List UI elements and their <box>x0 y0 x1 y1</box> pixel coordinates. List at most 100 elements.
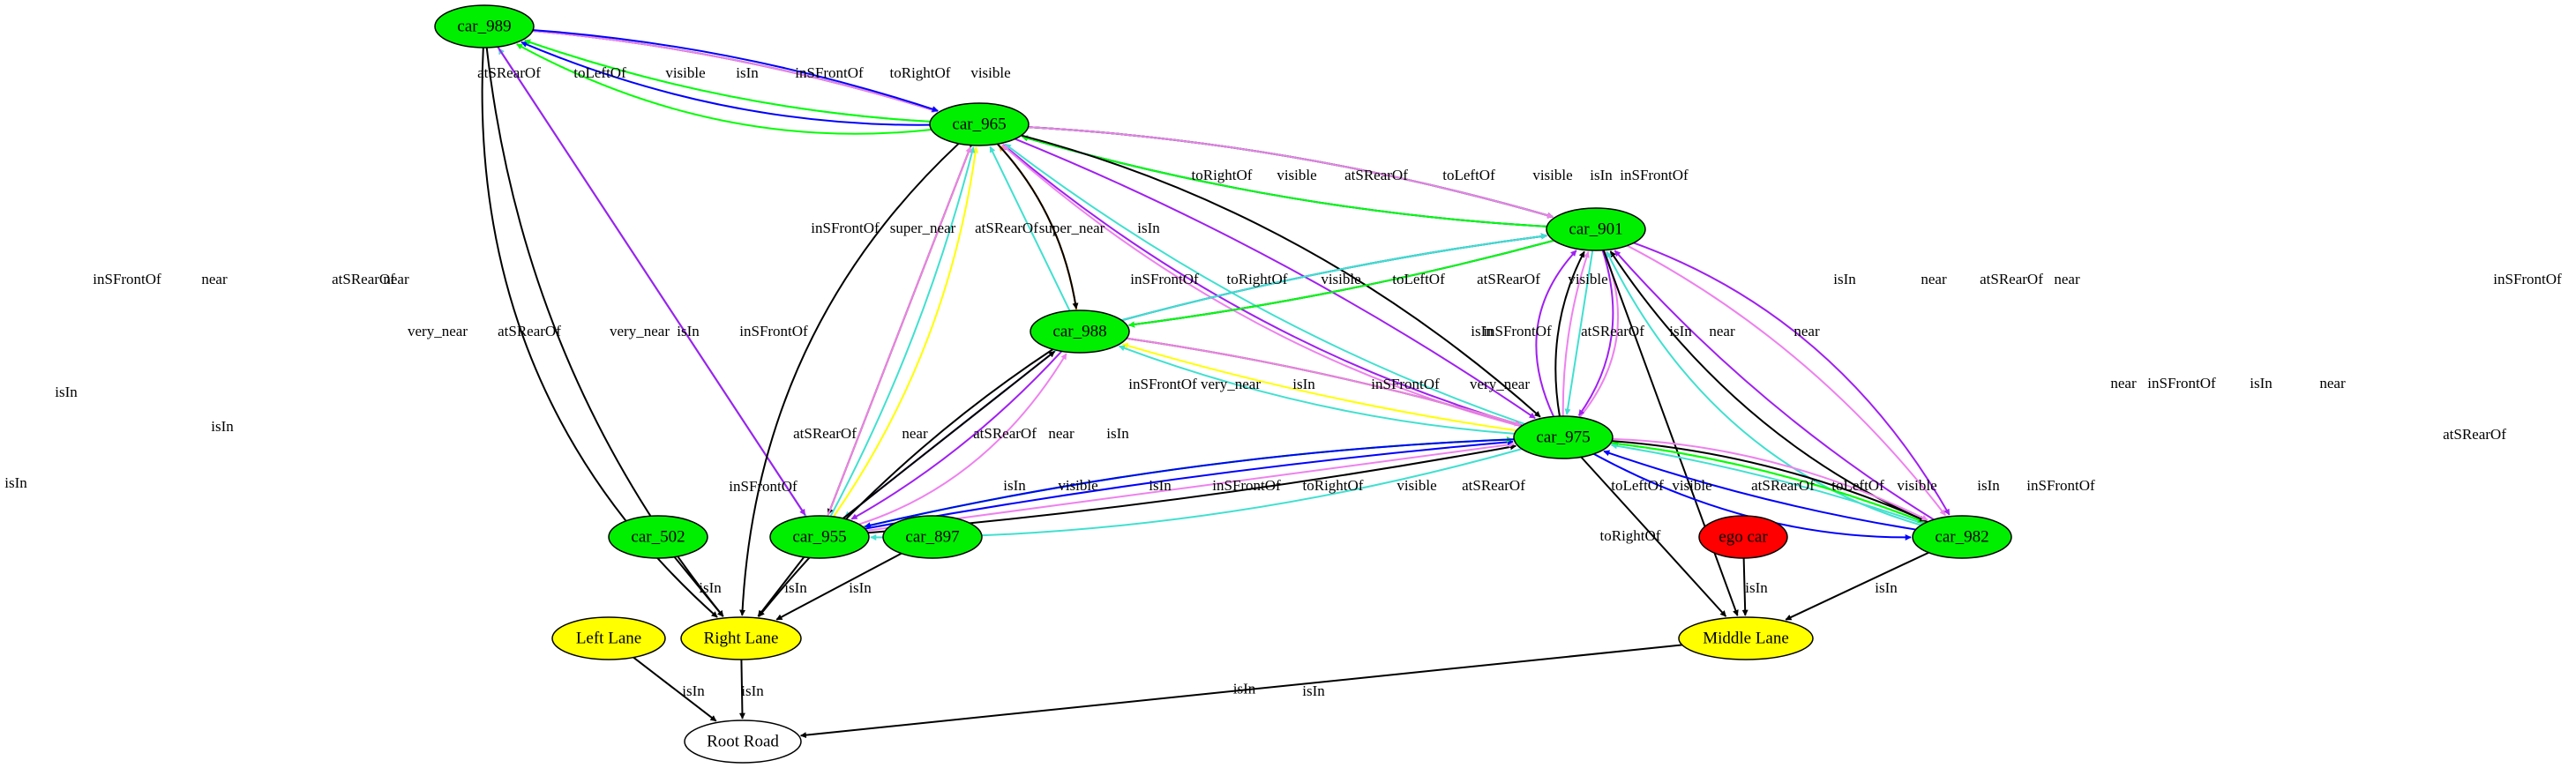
edge-label: isIn <box>1302 682 1325 699</box>
edge-label: inSFrontOf <box>811 220 880 236</box>
edge-label: isIn <box>1149 477 1172 494</box>
nodes-layer: car_989car_965car_901car_988car_975car_5… <box>434 4 2012 764</box>
edge-near-car_975-to-car_965 <box>1002 144 1523 427</box>
edges-layer <box>481 29 1951 739</box>
node-label: car_988 <box>1052 322 1106 340</box>
edge-label: near <box>2054 271 2080 287</box>
edge-isIn-car_975-to-middle_lane <box>1580 456 1727 617</box>
edge-label: inSFrontOf <box>1212 477 1281 494</box>
node-ellipse <box>1030 309 1130 354</box>
edge-isIn-car_975-to-car_982 <box>1612 440 1927 522</box>
edge-label: isIn <box>1669 323 1692 339</box>
edge-label: atSRearOf <box>793 425 857 442</box>
node-car-955: car_955 <box>769 515 870 559</box>
edge-label: toLeftOf <box>573 64 626 81</box>
edge-label: isIn <box>1292 376 1315 392</box>
edge-label: isIn <box>699 579 722 596</box>
node-ellipse <box>1912 515 2012 559</box>
node-label: car_901 <box>1569 220 1622 238</box>
edge-label: atSRearOf <box>1344 167 1408 183</box>
edge-label: isIn <box>741 682 764 699</box>
edge-label: atSRearOf <box>1581 323 1644 339</box>
edge-label: toLeftOf <box>1611 477 1664 494</box>
edge-label: visible <box>1532 167 1572 183</box>
edge-label: atSRearOf <box>1477 271 1540 287</box>
edge-label: atSRearOf <box>477 64 541 81</box>
node-middle-lane: Middle Lane <box>1678 616 1814 660</box>
node-ellipse <box>434 4 535 48</box>
node-car-989: car_989 <box>434 4 535 48</box>
node-ellipse <box>608 515 708 559</box>
edge-isIn-car_965-to-right_lane <box>739 143 960 616</box>
edge-label: atSRearOf <box>332 271 395 287</box>
edge-label: visible <box>1897 477 1936 494</box>
edge-label: super_near <box>1039 220 1105 236</box>
node-label: Middle Lane <box>1703 629 1789 647</box>
edge-label: inSFrontOf <box>2493 271 2562 287</box>
node-car-982: car_982 <box>1912 515 2012 559</box>
node-label: car_897 <box>905 527 959 546</box>
edge-label: visible <box>1058 477 1097 494</box>
edge-toLeftOf-car_982-to-car_975 <box>1603 450 1916 531</box>
edge-label: very_near <box>1201 376 1261 392</box>
edge-inSFrontOf-car_975-to-car_901 <box>1561 251 1590 417</box>
edge-label: isIn <box>1833 271 1856 287</box>
node-ellipse <box>684 720 802 764</box>
edge-isIn-car_502-to-right_lane <box>673 556 724 617</box>
edge-label: visible <box>1672 477 1711 494</box>
edge-label: near <box>2110 375 2137 391</box>
edge-label: inSFrontOf <box>2026 477 2095 494</box>
edge-inSFrontOf-car_975-to-car_982 <box>1612 437 1928 521</box>
edge-atSRearOf-car_901-to-car_975 <box>1564 250 1594 415</box>
edge-label: isIn <box>1003 477 1026 494</box>
node-car-901: car_901 <box>1546 207 1646 251</box>
edge-label: near <box>1048 425 1075 442</box>
node-car-502: car_502 <box>608 515 708 559</box>
node-ellipse <box>1678 616 1814 660</box>
edge-label: super_near <box>890 220 956 236</box>
edge-inSFrontOf-car_901-to-car_982 <box>1627 244 1946 517</box>
node-root-road: Root Road <box>684 720 802 764</box>
edge-label: toRightOf <box>1227 271 1288 287</box>
edge-atSRearOf-car_955-to-car_965 <box>829 146 976 518</box>
edge-near-car_901-to-car_975 <box>1577 250 1614 416</box>
edge-inSFrontOf-car_988-to-car_975 <box>1126 337 1522 427</box>
node-label: car_965 <box>952 115 1006 133</box>
node-left-lane: Left Lane <box>551 616 666 660</box>
edge-toRightOf-car_989-to-car_965 <box>533 29 939 113</box>
edge-label: visible <box>1397 477 1436 494</box>
edge-near-car_982-to-car_901 <box>1614 250 1935 521</box>
edge-isIn-right_lane-to-root_road <box>738 659 745 720</box>
edge-label: isIn <box>1106 425 1129 442</box>
edge-toRightOf-car_955-to-car_975 <box>865 438 1514 530</box>
edge-near-car_901-to-car_982 <box>1633 242 1951 516</box>
node-ellipse <box>680 616 802 660</box>
node-ellipse <box>551 616 666 660</box>
edge-label: near <box>2319 375 2346 391</box>
edge-label: inSFrontOf <box>795 64 864 81</box>
edge-label: atSRearOf <box>1462 477 1525 494</box>
edge-label: toLeftOf <box>1442 167 1495 183</box>
edge-label: very_near <box>408 323 468 339</box>
edge-label: isIn <box>1590 167 1613 183</box>
edge-label: inSFrontOf <box>729 478 798 495</box>
edge-isIn-car_975-to-car_901 <box>1554 250 1585 417</box>
edge-label: atSRearOf <box>975 220 1038 236</box>
node-label: car_955 <box>792 527 846 546</box>
edge-label: near <box>1793 323 1820 339</box>
edge-label: inSFrontOf <box>1130 271 1199 287</box>
edge-label: isIn <box>55 384 78 400</box>
edge-atSRearOf-car_988-to-car_901 <box>1121 233 1547 322</box>
edge-inSFrontOf-car_955-to-car_988 <box>858 353 1067 526</box>
edge-isIn-ego_car-to-middle_lane <box>1741 557 1749 616</box>
node-label: car_982 <box>1935 527 1988 546</box>
edge-label: very_near <box>610 323 670 339</box>
edge-isIn-car_965-to-car_988 <box>996 143 1079 309</box>
edge-label: near <box>383 271 409 287</box>
edge-label: atSRearOf <box>973 425 1037 442</box>
edge-isIn-car_955-to-right_lane <box>757 556 805 617</box>
edge-atSRearOf-car_982-to-car_975 <box>1610 443 1924 525</box>
edge-isIn-car_897-to-right_lane <box>775 552 902 621</box>
edge-label: visible <box>665 64 705 81</box>
edge-atSRearOf-car_988-to-car_965 <box>989 145 1071 311</box>
